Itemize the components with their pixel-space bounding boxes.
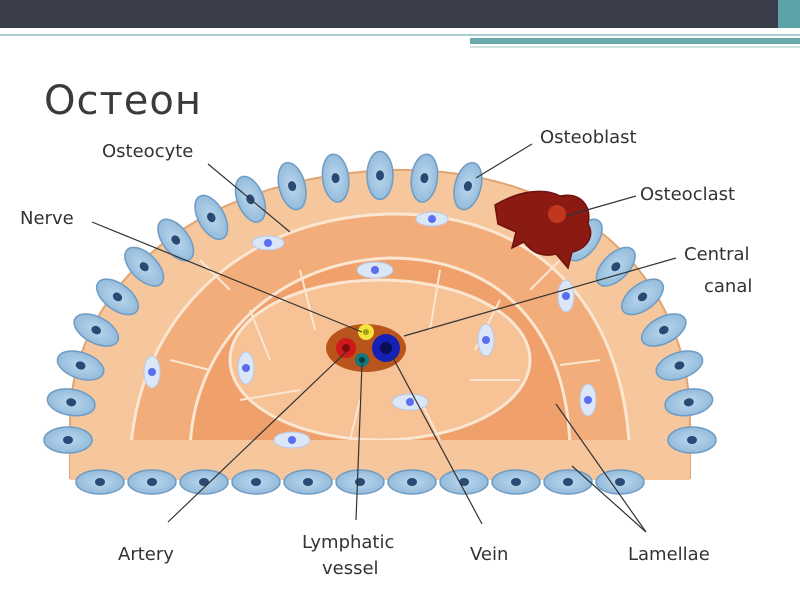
osteoblast-cell [366,150,394,201]
osteoblast-cell [95,278,140,316]
label-nerve: Nerve [20,208,74,229]
label-osteoclast: Osteoclast [640,184,735,205]
osteoblast-cell [124,246,165,287]
osteocyte-cell [557,279,575,313]
osteoclast-cell [494,190,592,270]
accent-line [470,46,800,48]
osteocyte-cell [477,323,495,357]
label-central-canal-1: Central [684,244,750,265]
osteoblast-cell [640,313,687,347]
top-bar-accent [778,0,800,28]
osteoclast-nucleus [548,205,566,223]
osteoblast-cell [127,469,177,495]
osteoblast-layer [43,150,717,495]
osteoblast-cell [231,469,281,495]
osteocyte-cell [251,235,285,251]
osteoblast-cell [439,469,489,495]
osteoblast-cell [277,161,307,211]
label-artery: Artery [118,544,174,565]
osteoblast-cell [335,469,385,495]
osteoblast-cell [73,313,120,347]
top-bar [0,0,800,28]
osteocyte-cell [356,261,394,279]
osteoblast-cell [667,426,717,454]
accent-line [0,34,800,36]
osteoblast-cell [56,350,105,381]
osteoblast-cell [43,426,93,454]
osteoblast-cell [283,469,333,495]
osteocyte-cell [273,431,311,449]
label-lymphatic-1: Lymphatic [302,532,394,553]
label-lamellae: Lamellae [628,544,710,565]
accent-line [470,38,800,44]
label-vein: Vein [470,544,508,565]
osteoblast-cell [46,388,96,417]
osteoblast-cell [321,153,350,203]
osteocyte-cell [391,393,429,411]
osteoblast-cell [410,153,439,203]
osteoblast-cell [543,469,593,495]
osteoblast-cell [664,388,714,417]
label-central-canal-2: canal [704,276,752,297]
osteoblast-cell [387,469,437,495]
osteoblast-cell [655,350,704,381]
osteocyte-cell [237,351,255,385]
osteoblast-cell [595,246,636,287]
osteocyte-cell [143,355,161,389]
osteocytes [143,211,597,449]
osteoblast-cell [453,161,483,211]
osteocyte-cell [579,383,597,417]
osteoblast-cell [491,469,541,495]
osteoblast-cell [595,469,645,495]
osteoblast-cell [157,218,195,262]
osteocyte-cell [415,211,449,227]
label-osteoblast: Osteoblast [540,127,637,148]
label-lymphatic-2: vessel [322,558,379,579]
slide-title: Остеон [44,78,203,124]
leader-lines [91,143,677,533]
osteoblast-cell [194,194,229,241]
label-osteocyte: Osteocyte [102,141,193,162]
osteoblast-cell [75,469,125,495]
osteoblast-cell [179,469,229,495]
osteoblast-cell [620,278,665,316]
